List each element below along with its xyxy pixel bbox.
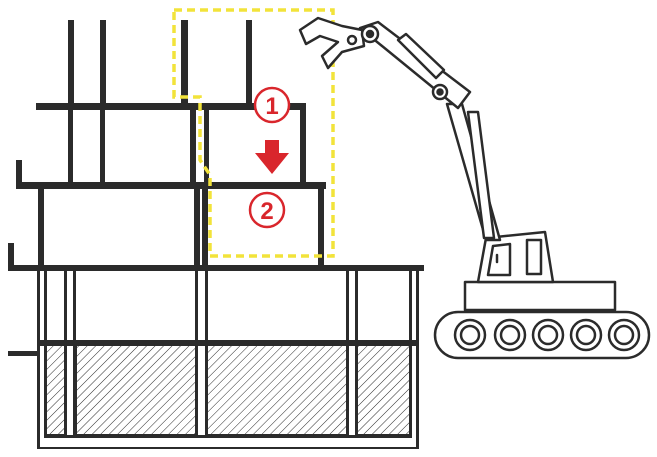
foundation (8, 270, 419, 449)
column-g2 (194, 189, 200, 265)
column-g4 (318, 189, 324, 265)
basement-wall-right-outer (416, 270, 419, 448)
arm-joint-inner (436, 88, 444, 96)
third-floor-slab (36, 103, 306, 110)
demolition-excavator-icon (298, 16, 651, 360)
pile-1a (64, 270, 67, 438)
step-circle-2 (248, 191, 286, 229)
basement-wall-right-inner (409, 270, 412, 438)
step-circle-1 (253, 86, 291, 124)
arrow-down-icon (255, 140, 289, 174)
column-g3 (202, 189, 208, 265)
pile-2b (205, 270, 208, 438)
grapple-pivot-inner (365, 29, 375, 39)
ground-floor-slab (8, 265, 424, 271)
excavator-platform (463, 280, 617, 312)
basement-slab (40, 340, 416, 346)
arm-cylinder (396, 32, 446, 80)
step-number-1: 1 (265, 93, 278, 120)
step-marker-2: 2 (248, 191, 286, 229)
ground-slab-left-stub (8, 243, 14, 271)
column-g1 (38, 189, 44, 265)
basement-wall-left-inner (44, 270, 47, 438)
column-top-2 (100, 20, 106, 103)
basement-stub (8, 351, 40, 356)
soil-fill-1 (45, 344, 67, 436)
pile-3a (346, 270, 349, 438)
column-s5 (300, 103, 306, 182)
column-s1 (68, 110, 73, 182)
column-top-3 (181, 20, 188, 103)
pile-1b (73, 270, 76, 438)
second-slab-left-stub (16, 160, 22, 189)
second-floor-slab (16, 182, 326, 189)
step-number-2: 2 (260, 198, 273, 225)
basement-floor (44, 435, 412, 438)
column-s4 (204, 110, 209, 182)
soil-fill-2 (75, 344, 197, 436)
basement-wall-left-outer (37, 270, 40, 448)
soil-fill-4 (356, 344, 411, 436)
step-marker-1: 1 (253, 86, 291, 124)
track-wheels (453, 318, 641, 352)
grapple-pivot-2 (346, 34, 358, 46)
pile-3b (355, 270, 358, 438)
cab-window-front (486, 242, 512, 277)
soil-fill-3 (206, 344, 348, 436)
cab-window-side (525, 238, 543, 276)
boom-cylinder (466, 110, 496, 240)
building-frame (8, 20, 424, 271)
ground-line (37, 447, 419, 449)
column-s2 (100, 110, 105, 182)
column-s3 (190, 110, 196, 182)
demolition-zone-outline (172, 8, 335, 258)
pile-2a (195, 270, 198, 438)
column-top-4 (246, 20, 252, 103)
excavator-grapple (298, 16, 366, 70)
column-top-1 (68, 20, 74, 103)
